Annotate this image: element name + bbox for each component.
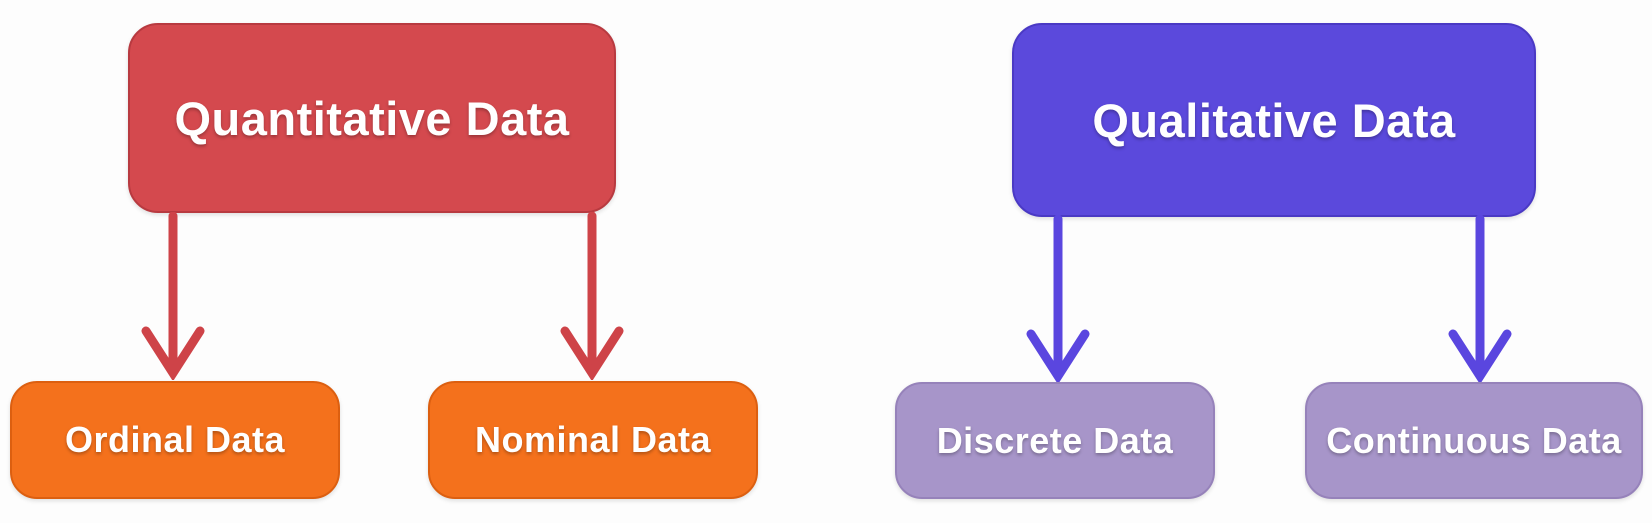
node-qualitative-data: Qualitative Data xyxy=(1012,23,1536,217)
arrow-qualitative-to-continuous xyxy=(1448,215,1512,383)
node-ordinal-label: Ordinal Data xyxy=(64,419,286,460)
arrow-down-icon xyxy=(141,212,205,380)
node-ordinal-data: Ordinal Data xyxy=(10,381,340,499)
arrow-quantitative-to-ordinal xyxy=(141,212,205,380)
node-continuous-data: Continuous Data xyxy=(1305,382,1643,499)
arrow-down-icon xyxy=(1026,215,1090,383)
node-qualitative-label: Qualitative Data xyxy=(1092,93,1456,147)
arrow-qualitative-to-discrete xyxy=(1026,215,1090,383)
node-continuous-label: Continuous Data xyxy=(1326,419,1622,461)
node-quantitative-label: Quantitative Data xyxy=(174,91,570,145)
node-discrete-label: Discrete Data xyxy=(936,419,1174,461)
node-nominal-label: Nominal Data xyxy=(474,419,712,460)
arrow-quantitative-to-nominal xyxy=(560,212,624,380)
arrow-down-icon xyxy=(560,212,624,380)
node-quantitative-data: Quantitative Data xyxy=(128,23,616,213)
node-discrete-data: Discrete Data xyxy=(895,382,1215,499)
arrow-down-icon xyxy=(1448,215,1512,383)
node-nominal-data: Nominal Data xyxy=(428,381,758,499)
